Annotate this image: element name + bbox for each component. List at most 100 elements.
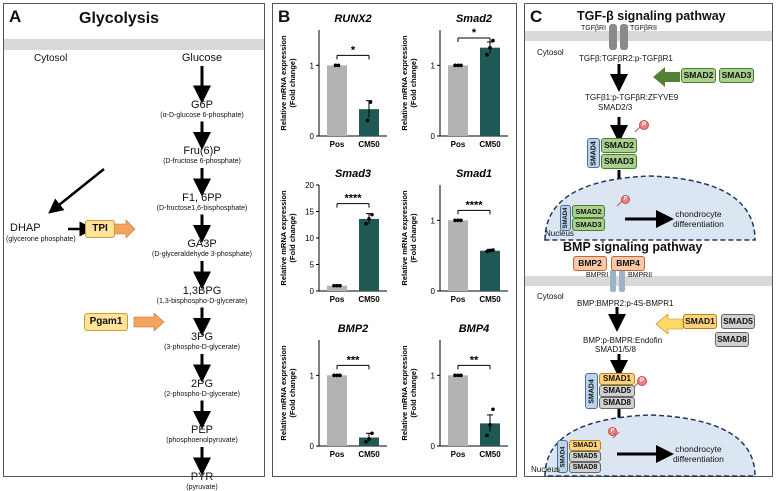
x-tick-label: CM50 bbox=[358, 450, 380, 459]
y-tick-label: 0 bbox=[431, 132, 436, 141]
x-tick-label: CM50 bbox=[479, 295, 501, 304]
bmp2-ligand-box: BMP2 bbox=[573, 256, 607, 271]
y-axis-label: (Fold change) bbox=[409, 368, 418, 418]
bar-pos bbox=[448, 65, 468, 136]
chart-title: BMP2 bbox=[338, 323, 369, 335]
data-point bbox=[367, 437, 371, 441]
bmp-complex-2-sub: SMAD1/5/8 bbox=[595, 345, 636, 354]
data-point bbox=[456, 218, 460, 223]
x-tick-label: CM50 bbox=[358, 140, 380, 149]
y-axis-label: Relative mRNA expression bbox=[279, 190, 288, 286]
y-axis-label: Relative mRNA expression bbox=[400, 190, 409, 286]
significance-label: ** bbox=[470, 354, 479, 366]
tgf-smad-input-arrow bbox=[653, 67, 680, 87]
y-tick-label: 0 bbox=[310, 287, 315, 296]
bmp-smad8-input: SMAD8 bbox=[715, 332, 749, 347]
bmpr1-receptor bbox=[610, 270, 616, 292]
significance-label: **** bbox=[344, 193, 362, 205]
data-point bbox=[459, 63, 463, 68]
y-tick-label: 1 bbox=[310, 61, 315, 70]
data-point bbox=[459, 218, 463, 223]
bmp-complex-2: BMP:p-BMPR:Endofin bbox=[583, 336, 663, 345]
bmp-nuc-smad8-box: SMAD8 bbox=[569, 462, 601, 473]
dhap-node: DHAP bbox=[10, 222, 41, 234]
bar-pos bbox=[327, 65, 347, 136]
bar-cm50 bbox=[480, 250, 500, 291]
glycolysis-node-fullname: (D-fructose 6-phosphate) bbox=[163, 158, 241, 165]
bar-pos bbox=[327, 375, 347, 446]
glycolysis-arrows bbox=[48, 66, 211, 476]
data-point bbox=[338, 283, 342, 288]
bmp-nucleus-label: Nucleus bbox=[531, 465, 560, 474]
bar-cm50 bbox=[480, 47, 500, 136]
tgfbr1-receptor bbox=[609, 24, 617, 50]
tgf-complex-2: TGFβ1:p-TGFβR:ZFYVE9 bbox=[585, 93, 679, 102]
tpi-arrow bbox=[113, 219, 136, 239]
glycolysis-node-fullname: (3-phospho-D-glycerate) bbox=[164, 344, 240, 351]
significance-label: **** bbox=[465, 199, 483, 211]
glycolysis-node-fullname: (phosphoenolpyruvate) bbox=[166, 437, 238, 444]
bar-pos bbox=[327, 285, 347, 291]
data-point bbox=[333, 63, 338, 68]
y-tick-label: 10 bbox=[305, 234, 314, 243]
significance-label: * bbox=[472, 27, 477, 39]
dhap-fullname: (glycerone phosphate) bbox=[6, 236, 76, 243]
data-point bbox=[453, 218, 457, 223]
x-tick-label: Pos bbox=[451, 295, 466, 304]
data-point bbox=[491, 407, 495, 412]
data-point bbox=[485, 249, 489, 254]
tgf-complex-1: TGFβ:TGFβR2:p-TGFβR1 bbox=[579, 54, 673, 63]
tgf-outcome-text: chondrocyte differentiation bbox=[673, 209, 724, 229]
tgf-smad3-box: SMAD3 bbox=[601, 154, 637, 169]
tgf-nuc-smad4-box: SMAD4 bbox=[560, 205, 571, 231]
tgf-phospho-circle: P bbox=[639, 120, 649, 130]
pgam1-enzyme-box: Pgam1 bbox=[84, 313, 128, 331]
data-point bbox=[491, 248, 495, 252]
cytosol-label: Cytosol bbox=[34, 53, 68, 64]
tgf-smad4-box: SMAD4 bbox=[587, 138, 600, 168]
bmp-phospho-circle: P bbox=[637, 376, 647, 386]
glycolysis-node-fullname: (pyruvate) bbox=[186, 483, 218, 491]
data-point bbox=[364, 439, 368, 444]
x-tick-label: Pos bbox=[330, 295, 345, 304]
y-tick-label: 20 bbox=[305, 181, 314, 190]
tgf-membrane bbox=[525, 31, 772, 41]
tgf-nuc-smad3-box: SMAD3 bbox=[572, 218, 605, 231]
y-axis-label: Relative mRNA expression bbox=[400, 35, 409, 131]
glycolysis-node: Glucose bbox=[181, 52, 223, 64]
bmp-phospho-link-2 bbox=[612, 431, 620, 439]
tgf-smad3-input: SMAD3 bbox=[719, 68, 754, 83]
x-tick-label: Pos bbox=[330, 140, 345, 149]
bar-pos bbox=[448, 375, 468, 446]
tgf-nucleus-label: Nucleus bbox=[545, 229, 574, 238]
f16pp-to-dhap-arrow bbox=[48, 168, 105, 214]
y-tick-label: 0 bbox=[431, 442, 436, 451]
glycolysis-node: 1,3BPG bbox=[182, 284, 222, 297]
bmp-smad1-input: SMAD1 bbox=[683, 314, 717, 329]
bmp-nuc-smad1-box: SMAD1 bbox=[569, 440, 601, 451]
bar-cm50 bbox=[359, 437, 379, 446]
y-tick-label: 1 bbox=[431, 61, 436, 70]
bmp4-ligand-box: BMP4 bbox=[611, 256, 645, 271]
significance-label: * bbox=[351, 44, 356, 56]
tgf-complex-2-sub: SMAD2/3 bbox=[598, 103, 633, 112]
bmp-smad5-box: SMAD5 bbox=[599, 385, 635, 397]
y-axis-label: (Fold change) bbox=[288, 58, 297, 108]
data-point bbox=[365, 118, 370, 123]
data-point bbox=[335, 283, 339, 288]
chart-title: Smad3 bbox=[335, 168, 371, 180]
data-point bbox=[332, 283, 336, 288]
bmp-smad5-input: SMAD5 bbox=[721, 314, 755, 329]
x-tick-label: Pos bbox=[451, 140, 466, 149]
bmp-smad4-box: SMAD4 bbox=[585, 373, 598, 409]
data-point bbox=[456, 373, 460, 378]
tgf-smad2-input: SMAD2 bbox=[681, 68, 716, 83]
data-point bbox=[456, 63, 460, 68]
y-axis-label: (Fold change) bbox=[288, 213, 297, 263]
panel-c-label: C bbox=[530, 7, 543, 26]
